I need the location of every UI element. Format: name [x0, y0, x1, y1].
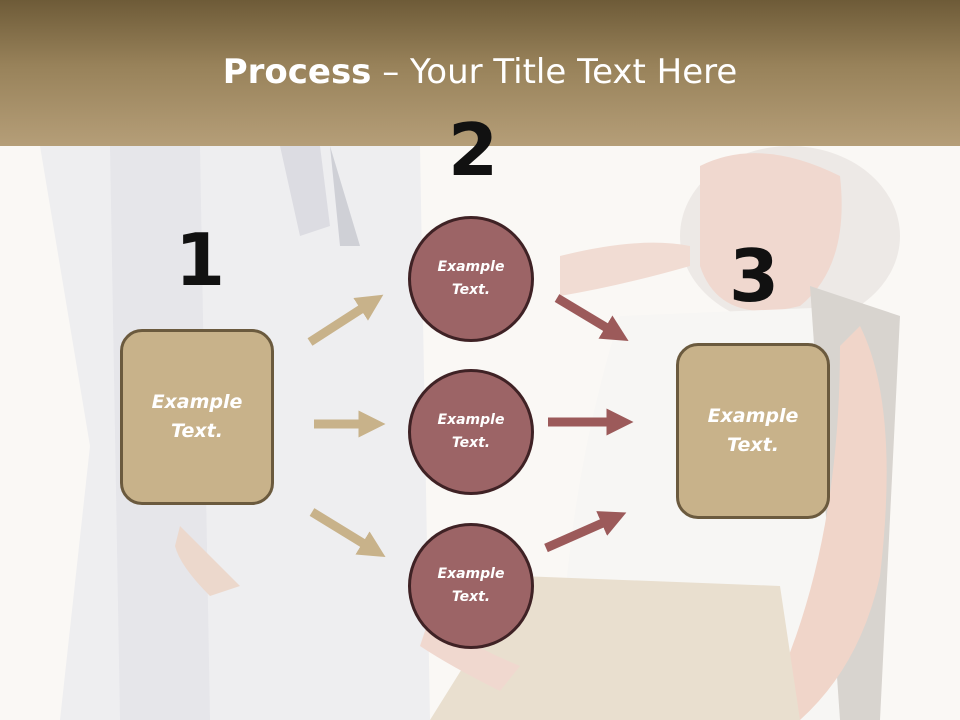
- arrow-left-to-bottom: [309, 508, 386, 558]
- title-bar: [0, 0, 960, 146]
- circle-bottom: Example Text.: [408, 523, 534, 649]
- circle-middle: Example Text.: [408, 369, 534, 495]
- left-box: Example Text.: [120, 329, 274, 505]
- circle-bottom-text: Example Text.: [437, 566, 505, 605]
- circle-top-text: Example Text.: [437, 259, 505, 298]
- step-number-2: 2: [447, 108, 499, 192]
- slide-title: Process – Your Title Text Here: [0, 52, 960, 92]
- circle-top: Example Text.: [408, 216, 534, 342]
- arrow-top-to-right: [554, 294, 629, 341]
- title-rest: – Your Title Text Here: [371, 52, 738, 92]
- step-number-1: 1: [174, 218, 226, 302]
- circle-middle-text: Example Text.: [437, 412, 505, 451]
- right-box: Example Text.: [676, 343, 830, 519]
- left-box-text: Example Text.: [151, 391, 243, 442]
- arrow-bottom-to-right: [544, 511, 627, 553]
- step-number-3: 3: [728, 234, 780, 318]
- arrow-left-to-top: [307, 294, 384, 346]
- title-bold: Process: [222, 52, 372, 92]
- right-box-text: Example Text.: [707, 405, 799, 456]
